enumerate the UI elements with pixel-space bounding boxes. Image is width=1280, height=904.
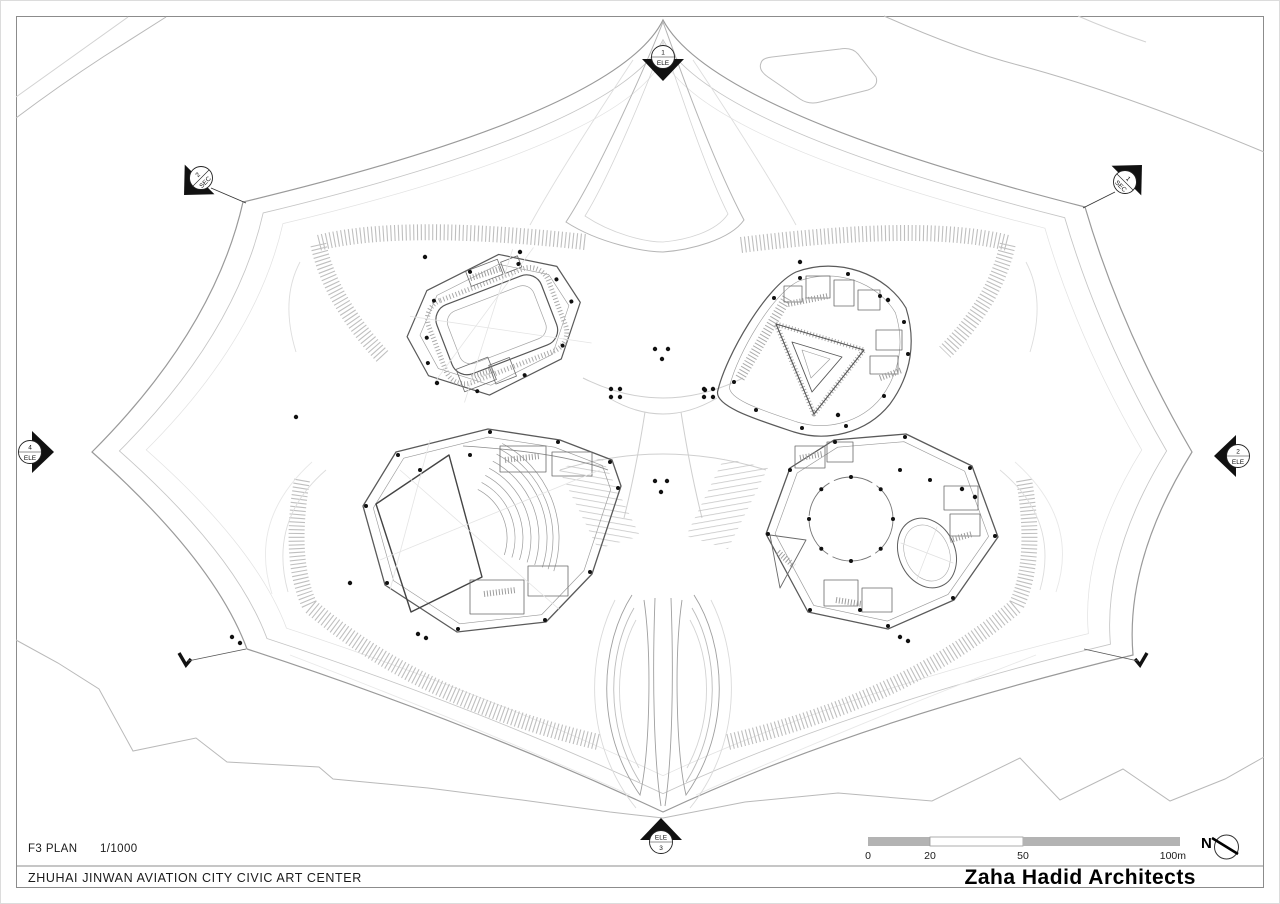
north-needle <box>1211 836 1239 856</box>
wing-southeast-museum <box>765 433 999 630</box>
terrace-contours <box>265 59 1063 796</box>
marker-number: 2 <box>194 171 202 179</box>
section-marker-upper-left: 2 SEC <box>184 164 247 204</box>
central-shield <box>565 20 745 253</box>
section-marker-upper-right: 1 SEC <box>1082 165 1142 209</box>
plan-name-label: F3 PLAN <box>28 843 77 855</box>
elevation-marker-top: 1 ELE <box>642 45 684 81</box>
marker-number: 1 <box>661 50 665 57</box>
architect-logotype: Zaha Hadid Architects <box>965 866 1196 889</box>
scale-tick-50: 50 <box>1017 850 1029 862</box>
plaza-column-dots <box>608 346 716 495</box>
elevation-marker-bottom: ELE 3 <box>640 818 682 854</box>
rotunda-column-dots <box>807 475 895 563</box>
wing-southwest-grand-theatre <box>362 428 622 633</box>
project-title: ZHUHAI JINWAN AVIATION CITY CIVIC ART CE… <box>28 871 362 885</box>
scale-tick-100m: 100m <box>1160 850 1187 862</box>
wing-northwest-hall <box>406 247 592 403</box>
auditorium-seat-rows <box>477 443 560 572</box>
marker-number: 3 <box>659 845 663 852</box>
scale-bar: 0 20 50 100m <box>865 836 1187 862</box>
marker-type: ELE <box>657 60 670 67</box>
terrace-rib-bands <box>288 224 1038 750</box>
elevation-marker-right: 2 ELE <box>1214 435 1250 477</box>
marker-type: ELE <box>655 835 668 842</box>
marker-number: 2 <box>1236 449 1240 456</box>
marker-number: 4 <box>28 445 32 452</box>
title-block: F3 PLAN 1/1000 ZHUHAI JINWAN AVIATION CI… <box>16 843 1264 889</box>
canopy-outline <box>91 18 1193 813</box>
section-cut-ticks <box>177 648 1149 668</box>
marker-type: ELE <box>1232 459 1245 466</box>
plan-scale-label: 1/1000 <box>100 843 138 855</box>
bottom-tail-leaves <box>594 594 732 809</box>
plaza-stair-band-right <box>686 458 768 549</box>
scale-tick-20: 20 <box>924 850 936 862</box>
plaza-stair-band-left <box>558 458 640 549</box>
site-dots <box>229 249 978 646</box>
landscape-pond <box>759 48 878 104</box>
scale-tick-0: 0 <box>865 850 871 862</box>
marker-number: 1 <box>1124 175 1132 183</box>
wing-northeast-atrium <box>717 265 912 437</box>
north-label: N <box>1201 835 1212 852</box>
site-boundary <box>15 15 1265 819</box>
north-arrow: N <box>1201 834 1239 860</box>
central-plaza <box>558 346 768 549</box>
marker-type: ELE <box>24 455 37 462</box>
elevation-marker-left: 4 ELE <box>18 431 54 473</box>
